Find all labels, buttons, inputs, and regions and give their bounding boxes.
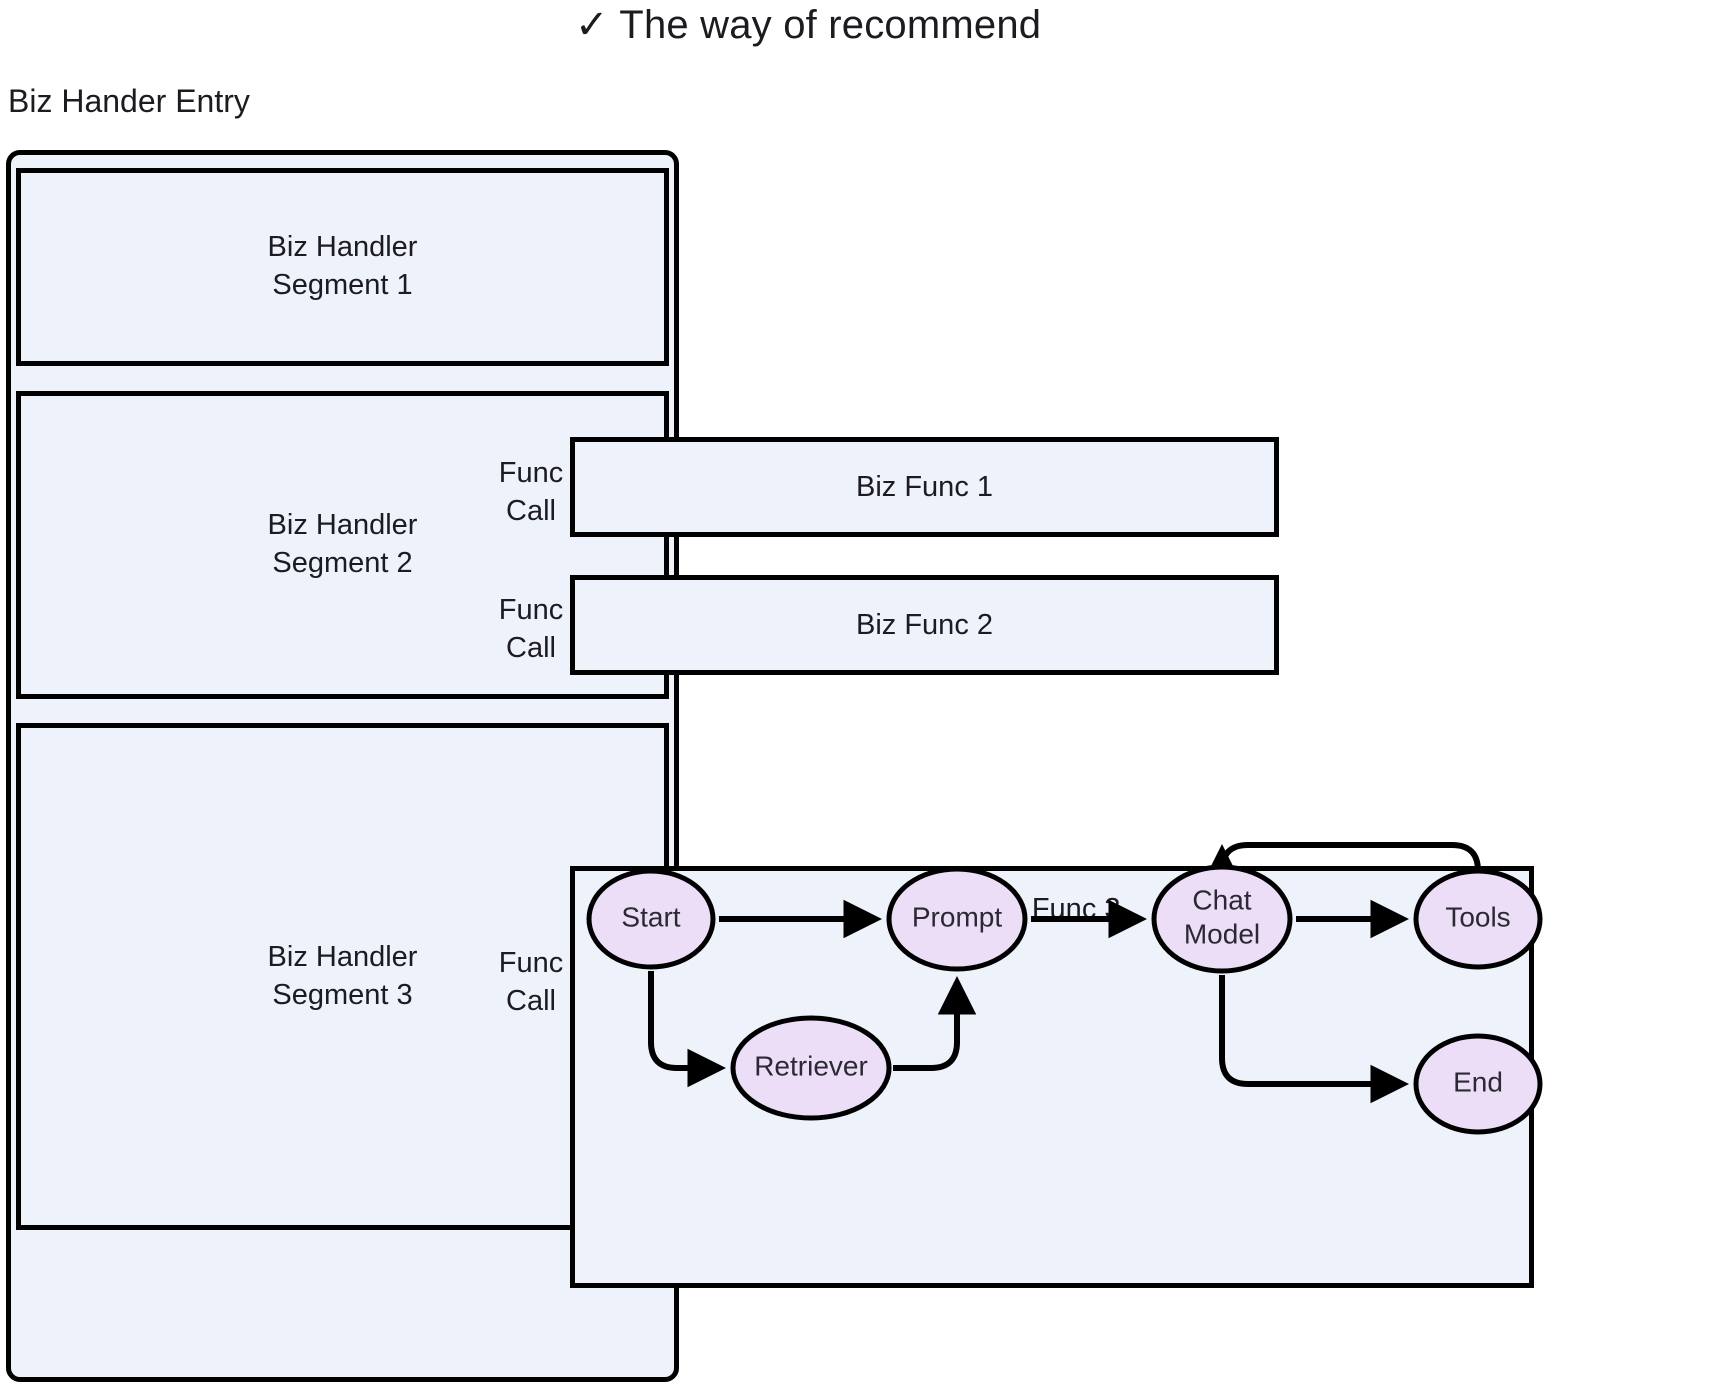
chatmodel-node-label: Model [1184, 918, 1260, 949]
entry-label: Biz Hander Entry [8, 83, 250, 119]
graph-node-start[interactable]: Start [586, 868, 716, 970]
tools-node-label: Tools [1445, 901, 1510, 932]
segment-3-label: Biz Handler Segment 3 [267, 940, 418, 1011]
graph-node-end[interactable]: End [1413, 1033, 1543, 1135]
retriever-node-shape [730, 1015, 892, 1121]
end-node-label: End [1453, 1066, 1503, 1097]
edge-start-to-retriever [648, 971, 726, 1088]
start-node-label: Start [621, 901, 680, 932]
biz-handler-segment-1[interactable]: Biz Handler Segment 1 [16, 168, 669, 366]
graph-edges [648, 842, 1481, 1104]
prompt-node-label: Prompt [912, 901, 1002, 932]
func-call-label-2: Func Call [498, 594, 564, 664]
page-title: ✓ The way of recommend [575, 3, 1042, 47]
func-call-label-3: Func Call [498, 947, 564, 1017]
prompt-node-shape [886, 866, 1028, 972]
biz-func-1-box[interactable]: Biz Func 1 [570, 437, 1279, 537]
biz-func-2-label: Biz Func 2 [856, 608, 993, 641]
retriever-node-label: Retriever [754, 1050, 868, 1081]
graph-node-prompt[interactable]: Prompt [886, 866, 1028, 972]
edge-tools-to-chatmodel [1202, 842, 1481, 883]
graph-node-retriever[interactable]: Retriever [730, 1015, 892, 1121]
start-node-shape [586, 868, 716, 970]
graph-node-tools[interactable]: Tools [1413, 868, 1543, 970]
segment-1-label: Biz Handler Segment 1 [267, 231, 418, 301]
edge-chatmodel-to-end [1219, 975, 1409, 1104]
chatmodel-node-label: Chat [1192, 884, 1251, 915]
biz-func-2-box[interactable]: Biz Func 2 [570, 575, 1279, 675]
tools-node-shape [1413, 868, 1543, 970]
func-call-label-1: Func Call [498, 457, 564, 527]
chatmodel-node-shape [1151, 864, 1293, 974]
segment-2-label: Biz Handler Segment 2 [267, 509, 418, 579]
end-node-shape [1413, 1033, 1543, 1135]
biz-func-1-label: Biz Func 1 [856, 470, 993, 503]
edge-retriever-to-prompt [893, 976, 977, 1071]
